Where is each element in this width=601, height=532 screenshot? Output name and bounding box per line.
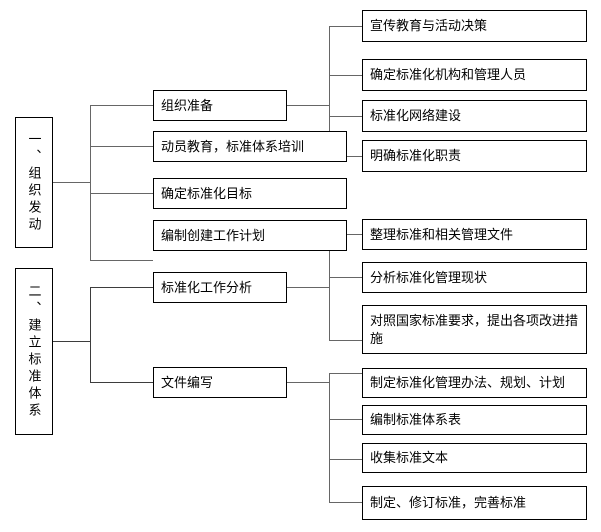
connector-task22-sub3 — [329, 459, 362, 461]
connector-task11-sub3 — [329, 116, 362, 118]
connector-task11-stem — [287, 105, 329, 107]
connector-task22-spine — [329, 373, 331, 502]
task-node-work-analysis[interactable]: 标准化工作分析 — [153, 272, 287, 303]
subtask-node-organize-documents[interactable]: 整理标准和相关管理文件 — [362, 219, 587, 250]
connector-phase2-spine — [90, 287, 92, 383]
subtask-label: 收集标准文本 — [370, 450, 449, 465]
connector-task21-sub3 — [329, 340, 362, 342]
connector-task22-sub2 — [329, 419, 362, 421]
connector-phase2-stem — [52, 341, 90, 343]
connector-task21-spine — [329, 234, 331, 340]
subtask-label: 制定标准化管理办法、规划、计划 — [370, 375, 566, 390]
task-label: 文件编写 — [161, 374, 214, 390]
task-node-organization-prep[interactable]: 组织准备 — [153, 90, 287, 121]
subtask-node-revise-standards[interactable]: 制定、修订标准，完善标准 — [362, 486, 587, 520]
task-label: 动员教育，标准体系培训 — [161, 138, 305, 154]
connector-task11-sub1 — [329, 26, 362, 28]
connector-task21-stem — [287, 287, 329, 289]
phase-label-1: 一、组织发动 — [26, 131, 42, 234]
subtask-node-analyze-status[interactable]: 分析标准化管理现状 — [362, 262, 587, 293]
subtask-node-publicity-decision[interactable]: 宣传教育与活动决策 — [362, 10, 587, 42]
connector-phase1-task3 — [90, 193, 153, 195]
subtask-node-improvement-measures[interactable]: 对照国家标准要求，提出各项改进措施 — [362, 305, 587, 354]
subtask-label: 分析标准化管理现状 — [370, 269, 488, 285]
subtask-label: 宣传教育与活动决策 — [370, 18, 488, 33]
subtask-node-clarify-duties[interactable]: 明确标准化职责 — [362, 140, 587, 172]
subtask-label: 整理标准和相关管理文件 — [370, 226, 514, 242]
connector-task22-stem — [287, 382, 329, 384]
connector-phase1-stem — [52, 182, 90, 184]
task-label: 组织准备 — [161, 97, 214, 113]
subtask-node-network-construction[interactable]: 标准化网络建设 — [362, 100, 587, 132]
subtask-node-management-methods[interactable]: 制定标准化管理办法、规划、计划 — [362, 368, 587, 398]
connector-task11-sub2 — [329, 75, 362, 77]
connector-phase1-task4 — [90, 260, 153, 262]
subtask-node-collect-texts[interactable]: 收集标准文本 — [362, 443, 587, 473]
subtask-label: 制定、修订标准，完善标准 — [370, 495, 527, 510]
connector-task22-sub4 — [329, 502, 362, 504]
phase-node-1[interactable]: 一、组织发动 — [15, 117, 53, 248]
subtask-label: 确定标准化机构和管理人员 — [370, 67, 527, 82]
task-node-document-writing[interactable]: 文件编写 — [153, 367, 287, 398]
task-label: 确定标准化目标 — [161, 185, 253, 201]
subtask-label: 编制标准体系表 — [370, 412, 462, 427]
connector-task21-sub2 — [329, 277, 362, 279]
phase-label-2: 二、建立标准体系 — [26, 283, 42, 420]
task-label: 编制创建工作计划 — [161, 227, 266, 243]
connector-phase1-task2 — [90, 146, 153, 148]
task-node-standardization-goals[interactable]: 确定标准化目标 — [153, 178, 347, 209]
connector-task22-sub1 — [329, 373, 362, 375]
connector-phase1-spine — [90, 105, 92, 260]
subtask-label: 标准化网络建设 — [370, 108, 462, 123]
connector-task11-spine — [329, 26, 331, 156]
task-node-mobilization-training[interactable]: 动员教育，标准体系培训 — [153, 131, 347, 162]
subtask-label: 明确标准化职责 — [370, 148, 462, 163]
task-label: 标准化工作分析 — [161, 279, 253, 295]
connector-phase1-task1 — [90, 105, 153, 107]
task-node-work-plan[interactable]: 编制创建工作计划 — [153, 220, 347, 251]
subtask-node-org-and-personnel[interactable]: 确定标准化机构和管理人员 — [362, 59, 587, 91]
connector-phase2-task2 — [90, 382, 153, 384]
subtask-node-system-table[interactable]: 编制标准体系表 — [362, 405, 587, 435]
phase-node-2[interactable]: 二、建立标准体系 — [15, 268, 53, 435]
connector-phase2-task1 — [90, 287, 153, 289]
subtask-label: 对照国家标准要求，提出各项改进措施 — [370, 312, 579, 346]
